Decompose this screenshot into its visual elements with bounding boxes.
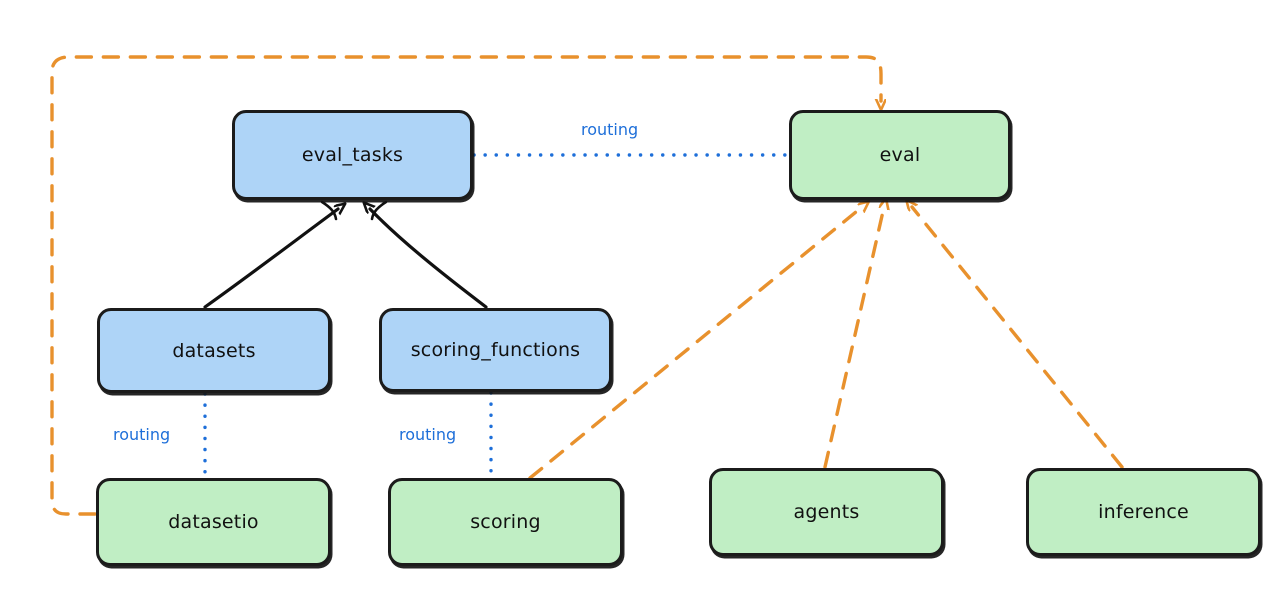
node-label-eval: eval <box>879 144 921 166</box>
node-label-datasetio: datasetio <box>168 511 259 533</box>
node-label-agents: agents <box>793 501 860 523</box>
edge-label-routing-eval: routing <box>578 120 642 139</box>
node-label-datasets: datasets <box>172 339 256 362</box>
edge-label-routing-scoring: routing <box>396 425 460 444</box>
edge-inference-to-eval <box>912 207 1124 469</box>
edge-datasets-to-eval-tasks <box>203 200 338 309</box>
node-scoring[interactable]: scoring <box>388 478 623 566</box>
node-inference[interactable]: inference <box>1026 468 1261 556</box>
node-label-scoring: scoring <box>470 511 541 533</box>
node-label-scoring-functions: scoring_functions <box>410 339 581 361</box>
node-eval-tasks[interactable]: eval_tasks <box>232 110 473 200</box>
edge-agents-to-eval <box>823 207 884 469</box>
node-label-eval-tasks: eval_tasks <box>301 144 404 166</box>
node-datasetio[interactable]: datasetio <box>96 478 331 566</box>
edge-scoring-to-eval <box>528 207 862 480</box>
edge-scoring-functions-to-eval-tasks <box>370 200 488 309</box>
node-agents[interactable]: agents <box>709 468 944 556</box>
node-eval[interactable]: eval <box>789 110 1011 200</box>
node-label-inference: inference <box>1098 501 1189 523</box>
edge-label-routing-datasetio: routing <box>110 425 174 444</box>
node-scoring-functions[interactable]: scoring_functions <box>379 308 612 392</box>
node-datasets[interactable]: datasets <box>97 308 331 393</box>
edge-datasetio-to-eval <box>50 55 881 516</box>
